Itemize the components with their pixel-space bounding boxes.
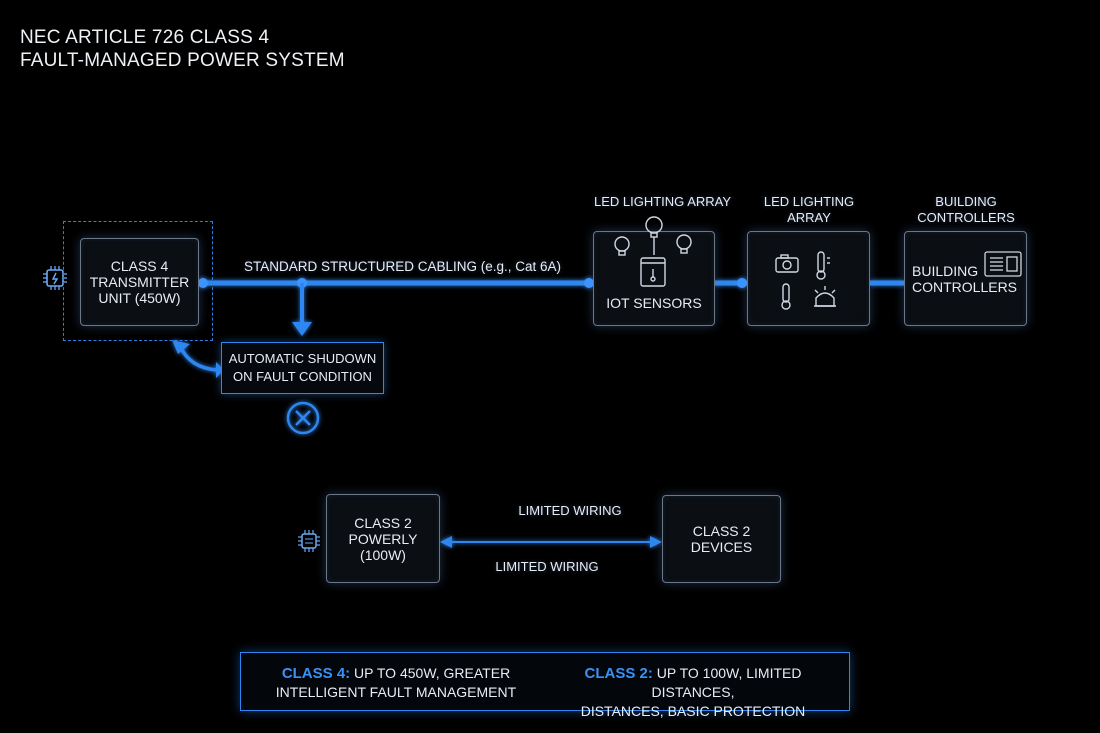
legend-class4-key: CLASS 4: — [281, 665, 351, 682]
fault-line-2: ON FAULT CONDITION — [233, 369, 372, 384]
feedback-arrow — [178, 345, 218, 372]
transmitter-line-2: TRANSMITTER — [89, 274, 190, 290]
wiring-label-bottom: LIMITED WIRING — [495, 559, 599, 574]
sensor-icon — [640, 257, 666, 287]
feedback-arrowhead — [172, 340, 190, 354]
legend-class2-line1: UP TO 100W, LIMITED DISTANCES, — [651, 665, 802, 700]
legend-class4-line1: UP TO 450W, GREATER — [354, 665, 511, 681]
class2-devices-line-2: DEVICES — [690, 539, 753, 555]
wiring-label-top: LIMITED WIRING — [518, 503, 622, 518]
node1-text: IOT SENSORS — [606, 295, 702, 311]
node3-line-1: BUILDING — [912, 262, 979, 279]
class2-power-line-2: POWERLY — [348, 530, 418, 547]
legend-class2-line2: DISTANCES, BASIC PROTECTION — [580, 703, 806, 719]
led-lighting-box[interactable] — [747, 231, 870, 326]
class2-devices-line-1: CLASS 2 — [692, 523, 751, 539]
thermometer-icon — [816, 251, 830, 280]
cabling-label: STANDARD STRUCTURED CABLING (e.g., Cat 6… — [244, 259, 562, 274]
transmitter-enclosure — [63, 221, 213, 341]
legend-class2: CLASS 2: UP TO 100W, LIMITED DISTANCES, … — [543, 664, 843, 721]
legend-class4: CLASS 4: UP TO 450W, GREATER INTELLIGENT… — [261, 664, 531, 702]
fault-shutdown-box[interactable]: AUTOMATIC SHUDOWN ON FAULT CONDITION — [221, 342, 384, 394]
legend-class2-key: CLASS 2: — [584, 665, 653, 682]
junction-dot — [198, 278, 208, 288]
power-chip-icon — [298, 530, 320, 552]
class2-devices-box[interactable]: CLASS 2 DEVICES — [662, 495, 781, 583]
node3-line-2: CONTROLLERS — [912, 278, 1018, 295]
fault-x-icon — [286, 401, 320, 435]
node3-top-line-1: BUILDING — [935, 194, 997, 209]
building-controllers-box[interactable]: BUILDING CONTROLLERS — [904, 231, 1027, 326]
camera-icon — [775, 254, 799, 273]
transmitter-line-3: UNIT (450W) — [98, 290, 181, 306]
node2-top-label: LED LIGHTING ARRAY — [748, 194, 870, 226]
class4-transmitter-box[interactable]: CLASS 4 TRANSMITTER UNIT (450W) — [80, 238, 199, 326]
class2-power-line-1: CLASS 2 — [354, 514, 412, 531]
class2-power-line-3: (100W) — [360, 546, 406, 563]
class2-power-box[interactable]: CLASS 2 POWERLY (100W) — [326, 494, 440, 583]
fault-line-1: AUTOMATIC SHUDOWN — [228, 351, 377, 366]
light-bulb-icon — [614, 216, 692, 287]
diagram-title: NEC ARTICLE 726 CLASS 4 FAULT-MANAGED PO… — [20, 26, 345, 72]
alarm-light-icon — [814, 286, 836, 307]
node3-top-line-2: CONTROLLERS — [917, 210, 1015, 225]
thermometer-icon — [781, 283, 791, 310]
title-line-2: FAULT-MANAGED POWER SYSTEM — [20, 50, 345, 71]
device-icons-group — [775, 251, 836, 310]
junction-dot — [584, 278, 594, 288]
legend-class4-line2: INTELLIGENT FAULT MANAGEMENT — [275, 684, 517, 700]
node2-top-line-2: ARRAY — [787, 210, 831, 225]
transmitter-line-1: CLASS 4 — [110, 258, 169, 274]
title-line-1: NEC ARTICLE 726 CLASS 4 — [20, 27, 270, 48]
node2-top-line-1: LED LIGHTING — [763, 194, 855, 209]
node1-top-label: LED LIGHTING ARRAY — [594, 194, 732, 209]
fault-drop-arrowhead — [292, 322, 312, 336]
comparison-legend: CLASS 4: UP TO 450W, GREATER INTELLIGENT… — [240, 652, 850, 719]
junction-dot — [737, 278, 747, 288]
controller-panel-icon — [984, 251, 1022, 277]
node3-top-label: BUILDING CONTROLLERS — [905, 194, 1027, 226]
